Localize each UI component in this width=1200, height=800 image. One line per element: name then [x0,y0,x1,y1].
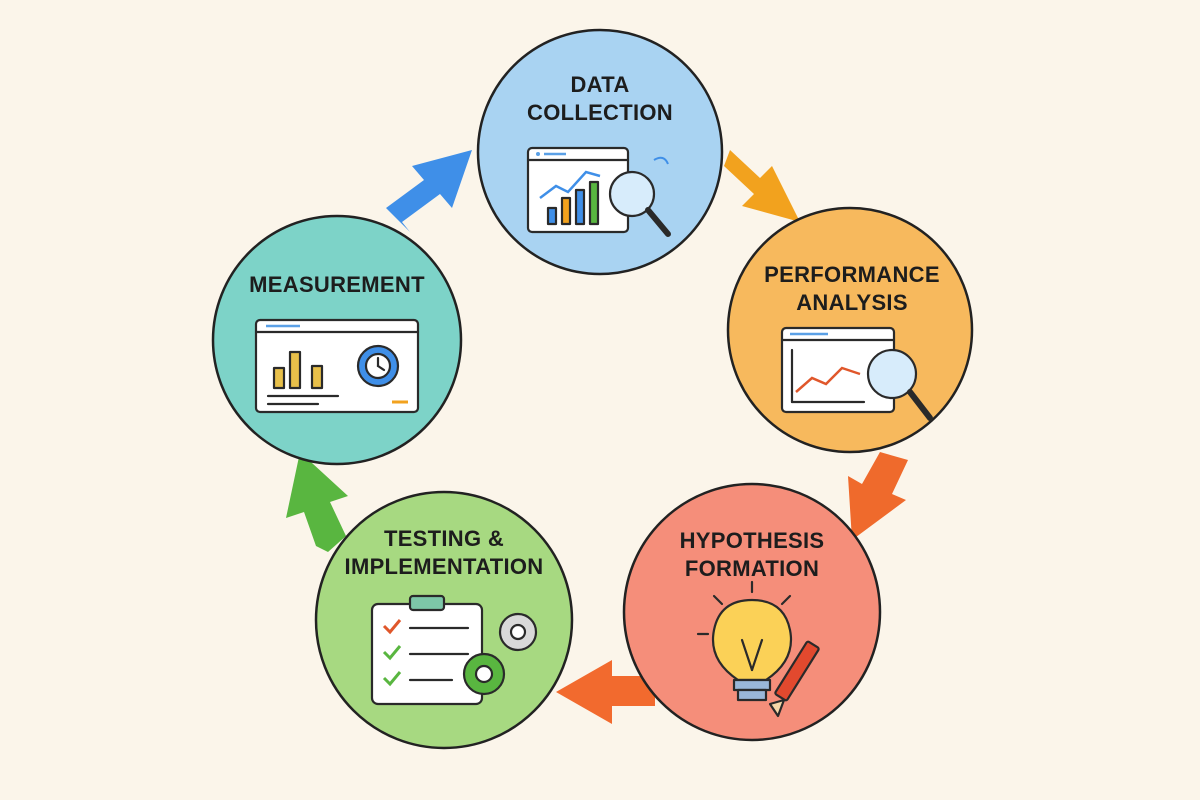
stage-testing-implementation: TESTING & IMPLEMENTATION [314,490,574,750]
stage-performance-analysis-title-line-2: ANALYSIS [796,290,908,315]
stage-hypothesis-formation-title-line-2: FORMATION [685,556,819,581]
stage-measurement-title-line-1: MEASUREMENT [249,272,425,297]
stage-measurement: MEASUREMENT [211,214,463,466]
stage-testing-implementation-title-line-2: IMPLEMENTATION [345,554,544,579]
checklist-gears-icon [370,594,538,706]
stage-testing-implementation-title-line-1: TESTING & [384,526,504,551]
stage-performance-analysis: PERFORMANCE ANALYSIS [726,206,974,454]
stage-performance-analysis-title-line-1: PERFORMANCE [764,262,940,287]
stage-data-collection: DATA COLLECTION [476,28,724,276]
line-chart-magnifier-icon [780,326,933,421]
stage-data-collection-title-line-1: DATA [570,72,629,97]
bar-chart-clock-icon [254,318,420,414]
arrow-hypothesis-formation-to-testing [556,660,655,724]
cycle-arrows [286,150,908,724]
stage-data-collection-title-line-2: COLLECTION [527,100,673,125]
stage-hypothesis-formation: HYPOTHESIS FORMATION [622,482,882,742]
arrow-data-collection-to-performance-analysis [724,150,800,222]
chart-magnifier-icon [526,146,671,237]
lightbulb-pencil-icon [696,580,820,718]
arrow-measurement-to-data-collection [386,150,472,232]
stage-hypothesis-formation-title-line-1: HYPOTHESIS [680,528,825,553]
arrow-performance-analysis-to-hypothesis-formation [848,452,908,540]
arrow-testing-to-measurement [286,452,348,552]
